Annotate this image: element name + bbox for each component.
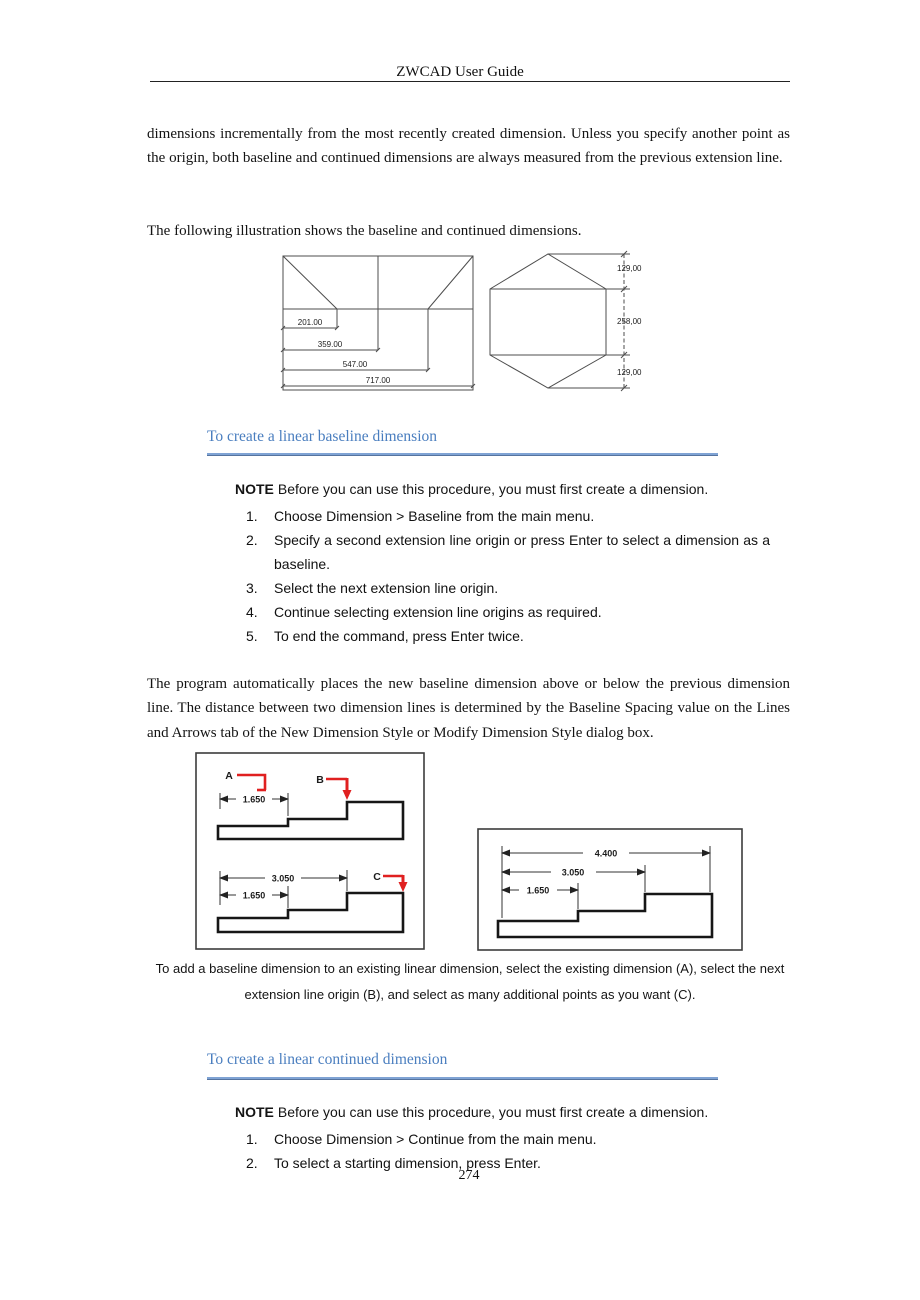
figure-stacked-baselines: 4.400 3.050 1.650 bbox=[477, 828, 743, 951]
figure-abc-callouts: 1.650 A B 3.050 1.650 C bbox=[195, 752, 425, 950]
figure-caption: To add a baseline dimension to an existi… bbox=[150, 961, 790, 1012]
dim-label-717: 717.00 bbox=[366, 376, 391, 385]
header-rule bbox=[150, 81, 790, 82]
callout-label-a: A bbox=[225, 770, 233, 782]
step-number: 3. bbox=[246, 580, 258, 596]
step-text: Choose Dimension > Baseline from the mai… bbox=[274, 508, 595, 524]
dimension-ticks bbox=[280, 325, 476, 389]
paragraph-baseline-spacing: The program automatically places the new… bbox=[147, 676, 790, 741]
steps-baseline: 1. Choose Dimension > Baseline from the … bbox=[246, 504, 770, 648]
dim-label-129-top: 129,00 bbox=[617, 264, 642, 273]
list-item: 4. Continue selecting extension line ori… bbox=[246, 600, 770, 624]
page-number: 274 bbox=[458, 1168, 480, 1183]
step-text: Specify a second extension line origin o… bbox=[274, 532, 770, 572]
section-heading-baseline: To create a linear baseline dimension bbox=[207, 428, 438, 445]
section-heading-continued: To create a linear continued dimension bbox=[207, 1051, 448, 1068]
figure1-hexagon bbox=[489, 253, 607, 389]
dim-label-1650-top: 1.650 bbox=[243, 795, 266, 805]
steps-continued: 1. Choose Dimension > Continue from the … bbox=[246, 1127, 770, 1175]
list-item: 3. Select the next extension line origin… bbox=[246, 576, 770, 600]
step-number: 2. bbox=[246, 1155, 258, 1171]
step-text: To end the command, press Enter twice. bbox=[274, 628, 524, 644]
note-label: NOTE bbox=[235, 1104, 274, 1120]
step-text: Continue selecting extension line origin… bbox=[274, 604, 602, 620]
caption-line-1: To add a baseline dimension to an existi… bbox=[155, 961, 785, 976]
callout-arrow-b bbox=[326, 777, 352, 800]
figure2-border bbox=[195, 752, 425, 950]
step-text: To select a starting dimension, press En… bbox=[274, 1155, 541, 1171]
note-label: NOTE bbox=[235, 481, 274, 497]
callout-pointer-a bbox=[237, 773, 267, 792]
step-text: Select the next extension line origin. bbox=[274, 580, 499, 596]
step-number: 5. bbox=[246, 628, 258, 644]
callout-label-c: C bbox=[373, 871, 381, 883]
list-item: 1. Choose Dimension > Baseline from the … bbox=[246, 504, 770, 528]
list-item: 2. Specify a second extension line origi… bbox=[246, 528, 770, 576]
figure3-border bbox=[477, 828, 743, 951]
step-profile-bottom bbox=[216, 891, 405, 934]
step-number: 1. bbox=[246, 508, 258, 524]
heading-rule-baseline bbox=[207, 453, 718, 456]
step-profile-top bbox=[216, 800, 405, 841]
dim-label-4400: 4.400 bbox=[595, 849, 618, 859]
step-number: 2. bbox=[246, 532, 258, 548]
list-item: 5. To end the command, press Enter twice… bbox=[246, 624, 770, 648]
dim-label-1650: 1.650 bbox=[527, 886, 550, 896]
note-text: Before you can use this procedure, you m… bbox=[277, 1104, 709, 1120]
paragraph-illustration-lead: The following illustration shows the bas… bbox=[147, 223, 582, 239]
heading-rule-continued bbox=[207, 1077, 718, 1080]
list-item: 2. To select a starting dimension, press… bbox=[246, 1151, 770, 1175]
step-number: 4. bbox=[246, 604, 258, 620]
dim-label-129-bottom: 129,00 bbox=[617, 368, 642, 377]
dim-label-1650-bottom: 1.650 bbox=[243, 891, 266, 901]
callout-label-b: B bbox=[316, 774, 324, 786]
note-text: Before you can use this procedure, you m… bbox=[277, 481, 709, 497]
step-number: 1. bbox=[246, 1131, 258, 1147]
dim-label-3050: 3.050 bbox=[272, 874, 295, 884]
caption-line-2: extension line origin (B), and select as… bbox=[244, 986, 696, 1002]
callout-arrow-c bbox=[383, 874, 408, 892]
dim-label-258: 258,00 bbox=[617, 317, 642, 326]
dim-label-359: 359.00 bbox=[318, 340, 343, 349]
step-profile bbox=[496, 892, 714, 939]
step-text: Choose Dimension > Continue from the mai… bbox=[274, 1131, 597, 1147]
paragraph-intro: dimensions incrementally from the most r… bbox=[147, 126, 790, 167]
dim-label-3050: 3.050 bbox=[562, 868, 585, 878]
dim-label-547: 547.00 bbox=[343, 360, 368, 369]
figure-baseline-continued-dimensions: 201.00 359.00 547.00 717.00 129,00 258,0… bbox=[280, 250, 642, 392]
dimension-ticks-right bbox=[620, 250, 628, 392]
list-item: 1. Choose Dimension > Continue from the … bbox=[246, 1127, 770, 1151]
dim-label-201: 201.00 bbox=[298, 318, 323, 327]
header-title: ZWCAD User Guide bbox=[396, 64, 524, 80]
